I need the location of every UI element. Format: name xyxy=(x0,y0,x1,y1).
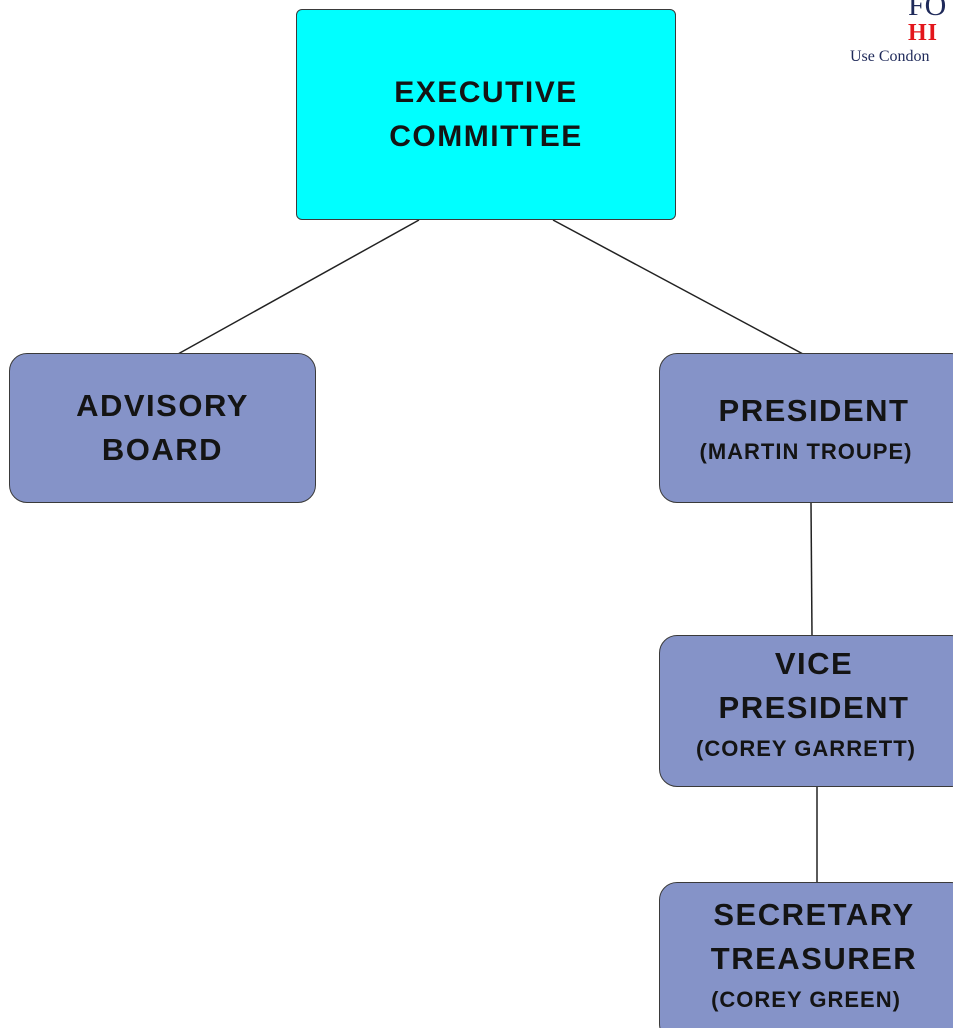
logo-line2: HI xyxy=(908,20,939,46)
advisory-board-line1: ADVISORY xyxy=(76,388,249,423)
executive-committee-line1: EXECUTIVE xyxy=(394,75,578,109)
vice-president-line2: PRESIDENT xyxy=(718,690,910,725)
vice-president-name: (COREY GARRETT) xyxy=(696,736,916,761)
president-name: (MARTIN TROUPE) xyxy=(699,439,913,464)
secretary-treasurer-name: (COREY GREEN) xyxy=(711,987,901,1012)
secretary-treasurer-line1: SECRETARY xyxy=(713,897,915,932)
connector-exec-advisory xyxy=(177,219,420,355)
connector-president-vp xyxy=(810,502,813,637)
connector-exec-president xyxy=(552,219,804,355)
logo: FO HI Use Condon xyxy=(848,0,953,70)
advisory-board-box: ADVISORY BOARD xyxy=(9,353,316,503)
secretary-treasurer-box: SECRETARY TREASURER (COREY GREEN) xyxy=(659,882,953,1028)
executive-committee-box: EXECUTIVE COMMITTEE xyxy=(296,9,676,220)
logo-line1: FO xyxy=(908,0,947,22)
logo-tagline: Use Condon xyxy=(850,48,930,65)
president-title: PRESIDENT xyxy=(718,393,910,428)
executive-committee-line2: COMMITTEE xyxy=(389,119,583,153)
advisory-board-line2: BOARD xyxy=(101,432,224,467)
president-box: PRESIDENT (MARTIN TROUPE) xyxy=(659,353,953,503)
vice-president-box: VICE PRESIDENT (COREY GARRETT) xyxy=(659,635,953,787)
secretary-treasurer-line2: TREASURER xyxy=(710,941,918,976)
vice-president-line1: VICE xyxy=(774,646,854,681)
